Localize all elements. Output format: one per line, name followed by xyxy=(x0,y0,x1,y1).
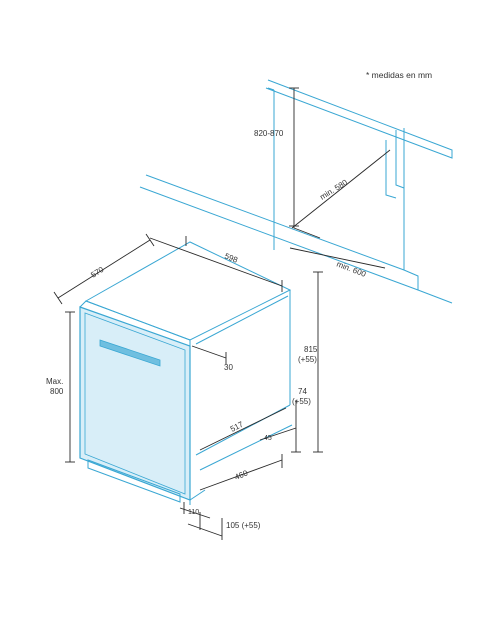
dim-depth-517: 517 xyxy=(229,419,245,433)
dim-height-815-adj: (+55) xyxy=(298,355,317,364)
door-panel xyxy=(79,300,191,501)
dim-plinth-74-adj: (+55) xyxy=(292,397,311,406)
dim-width-598: 598 xyxy=(223,251,239,264)
dimension-lines xyxy=(53,87,391,540)
dim-plinth-74: 74 xyxy=(298,387,307,396)
niche-outline xyxy=(139,79,453,304)
dim-min-580: min. 580 xyxy=(318,178,349,202)
door-handle xyxy=(99,339,161,367)
dim-gap-110: 110 xyxy=(188,509,199,516)
dim-max-800: 800 xyxy=(50,387,64,396)
units-note: * medidas en mm xyxy=(366,70,432,80)
dim-niche-height: 820-870 xyxy=(254,129,284,138)
dim-min-600: min. 600 xyxy=(335,259,367,279)
dim-gap-45: 45 xyxy=(264,435,272,442)
plinth xyxy=(87,459,206,503)
dim-max-label: Max. xyxy=(46,377,63,386)
dim-depth-570: 570 xyxy=(89,265,106,280)
dim-foot-105: 105 (+55) xyxy=(226,521,261,530)
dim-gap-30: 30 xyxy=(224,363,233,372)
dim-depth-460: 460 xyxy=(233,468,249,482)
dim-height-815: 815 xyxy=(304,345,318,354)
